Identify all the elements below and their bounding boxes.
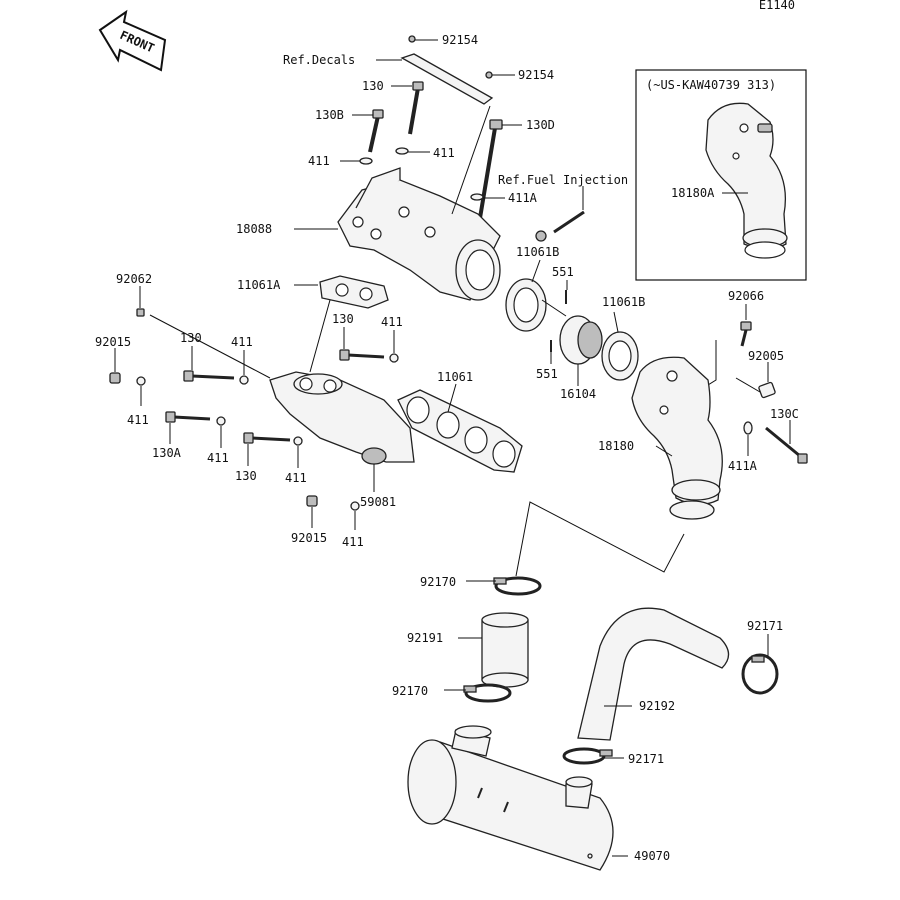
front-arrow-icon: FRONT bbox=[98, 9, 167, 72]
part-18180-elbow bbox=[631, 356, 723, 520]
inset-label: (~US-KAW40739 313) bbox=[646, 78, 776, 92]
hose-92191 bbox=[481, 612, 529, 688]
callout-130-low: 130 bbox=[235, 469, 257, 483]
callout-11061: 11061 bbox=[437, 370, 473, 384]
bolt-130-low bbox=[243, 432, 291, 444]
callout-11061A: 11061A bbox=[237, 278, 281, 292]
callout-411A-b: 411A bbox=[728, 459, 758, 473]
diagram-code: E1140 bbox=[759, 0, 795, 12]
callout-411-c: 411 bbox=[231, 335, 253, 349]
bolt-130-mid bbox=[339, 349, 385, 361]
callout-92191: 92191 bbox=[407, 631, 443, 645]
callout-92170-a: 92170 bbox=[420, 575, 456, 589]
callout-16104: 16104 bbox=[560, 387, 596, 401]
callout-130B: 130B bbox=[315, 108, 344, 122]
callout-49070: 49070 bbox=[634, 849, 670, 863]
bolt-130B bbox=[368, 109, 384, 153]
bolt-130D bbox=[476, 119, 503, 231]
callout-92062: 92062 bbox=[116, 272, 152, 286]
gasket-11061A bbox=[319, 275, 389, 309]
part-16104-catalyst bbox=[559, 315, 603, 365]
callout-411-e: 411 bbox=[381, 315, 403, 329]
callout-92066: 92066 bbox=[728, 289, 764, 303]
callout-130D: 130D bbox=[526, 118, 555, 132]
clamp-92171-b bbox=[562, 747, 613, 765]
callout-11061B-b: 11061B bbox=[602, 295, 645, 309]
screw-92154-top bbox=[408, 35, 416, 43]
part-18088-manifold bbox=[337, 167, 501, 301]
washer-411-g bbox=[293, 436, 303, 446]
callout-92171-a: 92171 bbox=[747, 619, 783, 633]
clamp-92171-a bbox=[741, 653, 779, 695]
callout-92170-b: 92170 bbox=[392, 684, 428, 698]
decal-strip bbox=[400, 53, 494, 105]
note-ref-decals: Ref.Decals bbox=[283, 53, 355, 67]
callout-411-h: 411 bbox=[342, 535, 364, 549]
washer-411A-top bbox=[470, 193, 484, 201]
callout-551-b: 551 bbox=[536, 367, 558, 381]
callout-18180: 18180 bbox=[598, 439, 634, 453]
clamp-92170-b bbox=[463, 683, 512, 703]
gasket-11061 bbox=[397, 389, 523, 473]
fuel-injection-sensor bbox=[535, 210, 585, 242]
callout-411-d: 411 bbox=[127, 413, 149, 427]
callout-92192: 92192 bbox=[639, 699, 675, 713]
part-49070-muffler bbox=[407, 725, 614, 871]
part-18180A-drawing bbox=[705, 102, 788, 259]
callout-411-b: 411 bbox=[433, 146, 455, 160]
fitting-92005 bbox=[758, 381, 776, 399]
part-59081-manifold bbox=[269, 371, 415, 465]
washer-411-e bbox=[389, 353, 399, 363]
callout-18088: 18088 bbox=[236, 222, 272, 236]
bolt-130C bbox=[765, 426, 808, 464]
hose-92192 bbox=[577, 607, 730, 741]
callout-92171-b: 92171 bbox=[628, 752, 664, 766]
bolt-130A bbox=[165, 411, 211, 423]
nut-92015-b bbox=[306, 495, 318, 507]
callout-130-left: 130 bbox=[180, 331, 202, 345]
callout-92015-a: 92015 bbox=[95, 335, 131, 349]
washer-411A-b bbox=[743, 421, 753, 435]
callout-411-g: 411 bbox=[285, 471, 307, 485]
inset-box: (~US-KAW40739 313) 18180A bbox=[635, 69, 807, 281]
washer-411-a bbox=[359, 157, 373, 165]
callout-551-a: 551 bbox=[552, 265, 574, 279]
callout-411A-top: 411A bbox=[508, 191, 538, 205]
callout-92154-b: 92154 bbox=[518, 68, 554, 82]
washer-411-c bbox=[239, 375, 249, 385]
washer-411-h bbox=[350, 501, 360, 511]
screw-92062 bbox=[136, 308, 145, 317]
gasket-11061B-a bbox=[505, 278, 547, 332]
bolt-130-left bbox=[183, 370, 235, 382]
screw-92154-b bbox=[485, 71, 493, 79]
bolt-130-top bbox=[408, 81, 424, 135]
callout-411-a: 411 bbox=[308, 154, 330, 168]
callout-92154-top: 92154 bbox=[442, 33, 478, 47]
callout-130A: 130A bbox=[152, 446, 182, 460]
washer-411-b bbox=[395, 147, 409, 155]
nut-92015-a bbox=[109, 372, 121, 384]
clamp-92170-a bbox=[493, 576, 542, 596]
callout-92015-b: 92015 bbox=[291, 531, 327, 545]
callout-11061B-a: 11061B bbox=[516, 245, 559, 259]
bolt-92066 bbox=[740, 321, 752, 347]
callout-130-top: 130 bbox=[362, 79, 384, 93]
gasket-11061B-b bbox=[601, 331, 639, 381]
callout-92005: 92005 bbox=[748, 349, 784, 363]
callout-130C: 130C bbox=[770, 407, 799, 421]
callout-18180A: 18180A bbox=[671, 186, 715, 200]
callout-59081: 59081 bbox=[360, 495, 396, 509]
washer-411-d bbox=[136, 376, 146, 386]
washer-411-f bbox=[216, 416, 226, 426]
callout-130-mid: 130 bbox=[332, 312, 354, 326]
note-ref-fuel-injection: Ref.Fuel Injection bbox=[498, 173, 628, 187]
callout-411-f: 411 bbox=[207, 451, 229, 465]
